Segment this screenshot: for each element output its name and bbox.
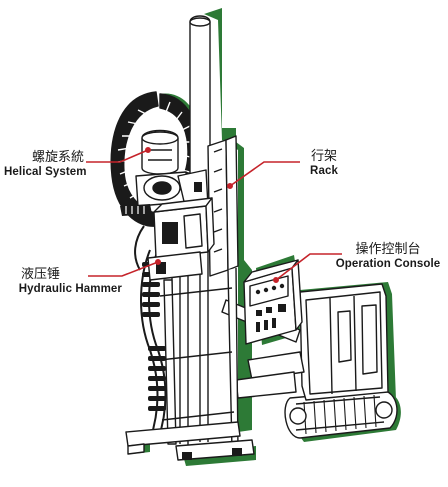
label-console-en: Operation Console — [335, 257, 441, 270]
helical-gearbox — [120, 129, 209, 216]
leader-helical-dot — [145, 147, 152, 154]
label-hammer-en: Hydraulic Hammer — [18, 282, 122, 295]
base-feet — [125, 421, 255, 461]
operation-console — [243, 259, 303, 345]
label-operation-console: 操作控制台 Operation Console — [330, 242, 446, 271]
leader-rack-dot — [227, 183, 234, 190]
drill-guides — [159, 279, 235, 445]
leader-console-dot — [272, 276, 279, 283]
leader-hammer-dot — [155, 258, 162, 265]
leader-helical — [86, 149, 149, 163]
label-hammer-zh: 液压锤 — [20, 267, 60, 282]
label-rack: 行架 Rack — [300, 149, 348, 178]
leader-hammer — [88, 261, 159, 277]
label-rack-en: Rack — [310, 164, 338, 177]
label-helical-en: Helical System — [4, 165, 87, 178]
crawler-track — [284, 389, 398, 439]
label-hydraulic-hammer: 液压锤 Hydraulic Hammer — [2, 267, 122, 296]
leader-rack — [229, 161, 300, 187]
label-console-zh: 操作控制台 — [355, 242, 421, 257]
machine-body — [299, 283, 389, 401]
label-rack-zh: 行架 — [310, 149, 337, 164]
label-helical-system: 螺旋系統 Helical System — [4, 150, 87, 179]
leader-console — [275, 253, 342, 281]
hydraulic-hammer — [147, 197, 215, 281]
label-helical-zh: 螺旋系統 — [31, 150, 84, 165]
